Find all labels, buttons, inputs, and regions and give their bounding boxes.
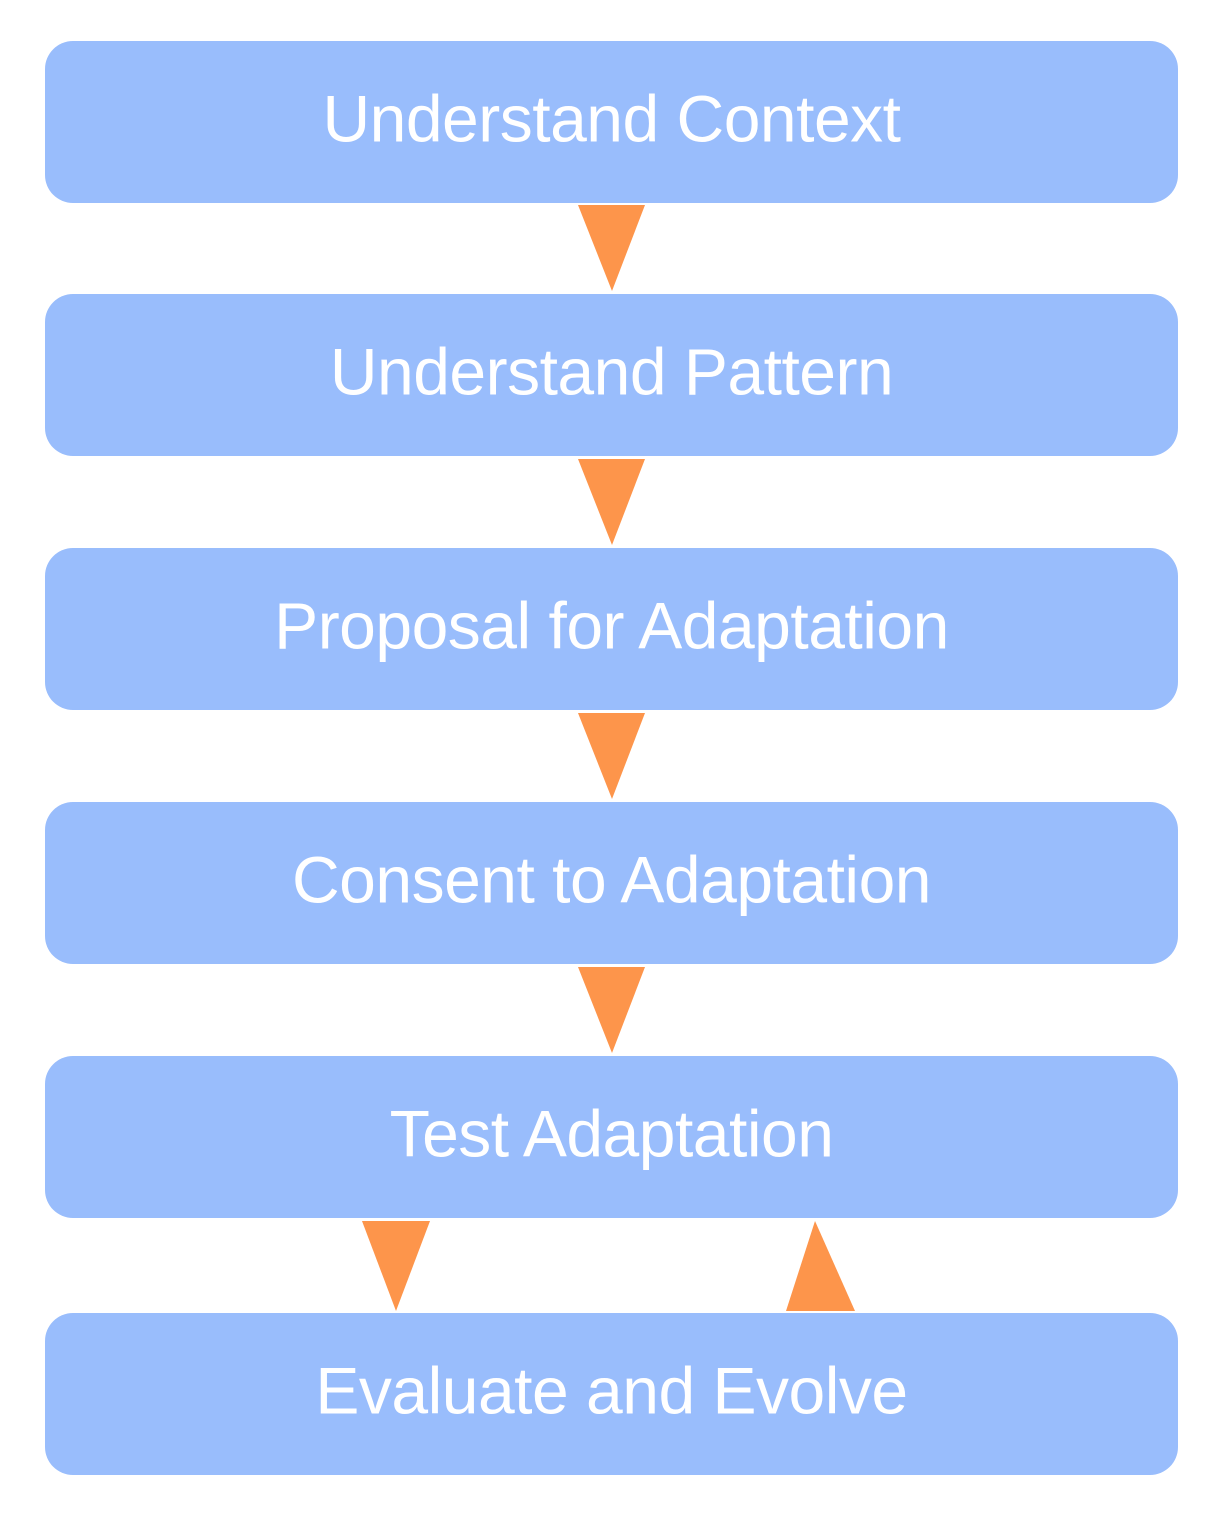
flow-node-understand-pattern[interactable]: Understand Pattern — [45, 294, 1178, 456]
flow-arrow-up — [786, 1221, 855, 1311]
flow-node-consent-to-adaptation[interactable]: Consent to Adaptation — [45, 802, 1178, 964]
node-label: Understand Context — [322, 81, 900, 155]
flow-node-understand-context[interactable]: Understand Context — [45, 41, 1178, 203]
node-shape — [45, 802, 1178, 964]
flow-arrow-down — [578, 205, 645, 291]
flow-arrow-down — [362, 1221, 430, 1311]
node-label: Understand Pattern — [330, 334, 893, 408]
flow-node-proposal-for-adaptation[interactable]: Proposal for Adaptation — [45, 548, 1178, 710]
flow-node-evaluate-and-evolve[interactable]: Evaluate and Evolve — [45, 1313, 1178, 1475]
flow-arrow-down — [578, 713, 645, 799]
node-shape — [45, 294, 1178, 456]
node-shape — [45, 41, 1178, 203]
node-label: Proposal for Adaptation — [274, 588, 949, 662]
edges-layer — [362, 205, 855, 1311]
flow-node-test-adaptation[interactable]: Test Adaptation — [45, 1056, 1178, 1218]
node-label: Test Adaptation — [390, 1096, 834, 1170]
node-label: Consent to Adaptation — [292, 842, 931, 916]
node-label: Evaluate and Evolve — [315, 1353, 907, 1427]
node-shape — [45, 548, 1178, 710]
node-shape — [45, 1056, 1178, 1218]
flow-arrow-down — [578, 967, 645, 1053]
flow-arrow-down — [578, 459, 645, 545]
node-shape — [45, 1313, 1178, 1475]
